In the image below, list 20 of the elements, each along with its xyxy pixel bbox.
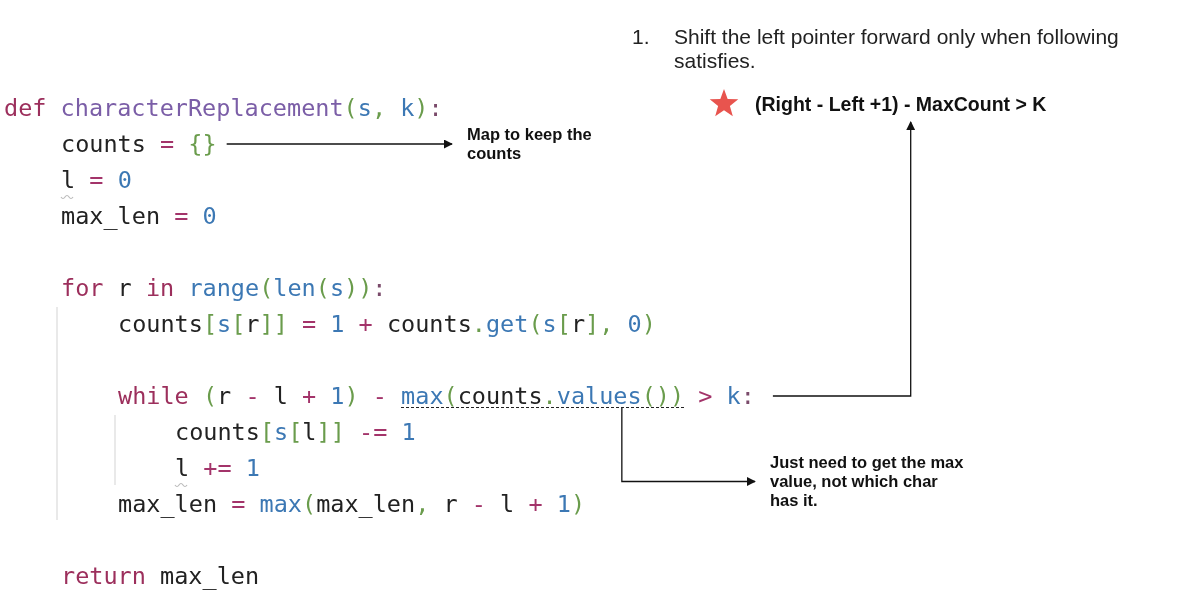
code-line: while (r - l + 1) - max(counts.values()) > k: xyxy=(118,381,755,411)
code-line: return max_len xyxy=(61,561,260,591)
note-text: Shift the left pointer forward only when following satisfies. xyxy=(674,25,1120,73)
code-line: for r in range(len(s)): xyxy=(61,273,387,303)
code-line: def characterReplacement(s, k): xyxy=(4,93,443,123)
code-line: l = 0 xyxy=(61,165,132,195)
code-line: counts[s[r]] = 1 + counts.get(s[r], 0) xyxy=(118,309,656,339)
code-line: counts[s[l]] -= 1 xyxy=(175,417,416,447)
code-line: counts = {} xyxy=(61,129,217,159)
code-line: max_len = max(max_len, r - l + 1) xyxy=(118,489,586,519)
note-text: Just need to get the max value, not which char has it. xyxy=(755,453,970,510)
code-line: max_len = 0 xyxy=(61,201,217,231)
dashed-underline xyxy=(401,407,685,408)
code-line: l += 1 xyxy=(175,453,260,483)
arrow xyxy=(772,121,916,397)
arrow xyxy=(621,407,756,486)
formula-text: (Right - Left +1) - MaxCount > K xyxy=(755,92,1047,122)
arrow xyxy=(226,139,453,149)
note-text: Map to keep the counts xyxy=(452,125,637,163)
list-number: 1. xyxy=(632,25,651,49)
